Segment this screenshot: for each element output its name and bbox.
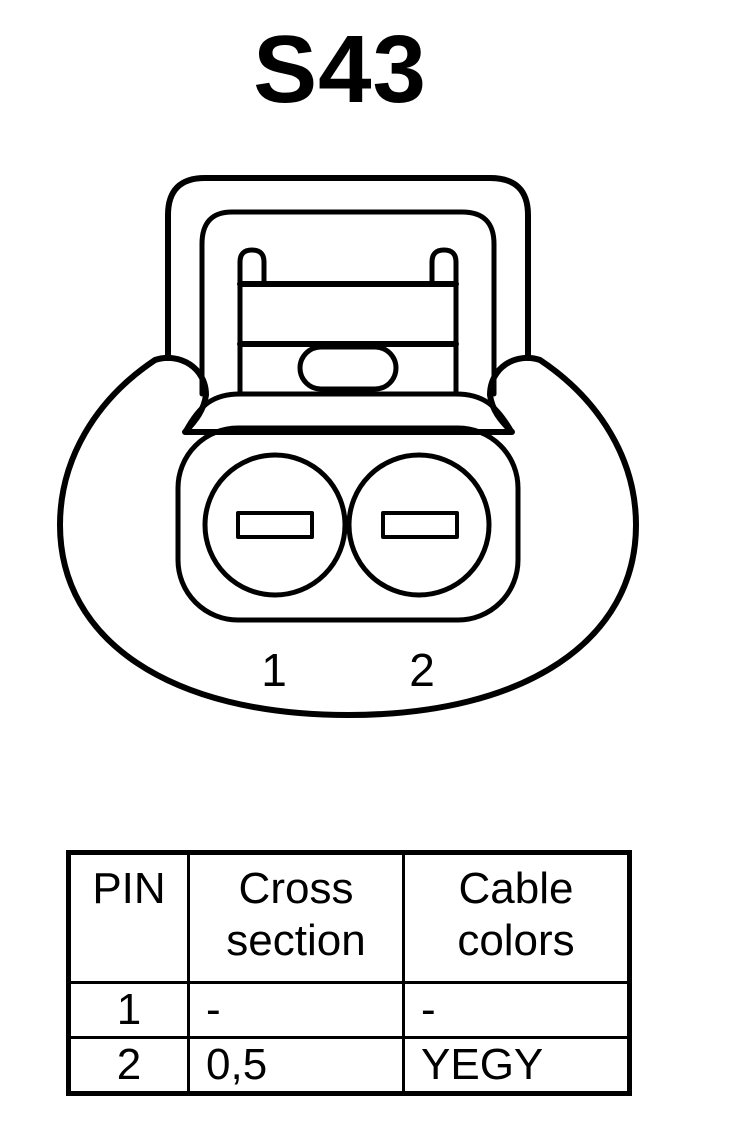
table-row: 1 - -	[67, 981, 631, 1039]
table-row: 2 0,5 YEGY	[67, 1036, 631, 1095]
terminal-slot-1	[236, 511, 314, 539]
connector-title: S43	[253, 16, 427, 123]
header-pin: PIN	[67, 851, 190, 984]
cell-pin: 2	[67, 1036, 190, 1095]
header-cable-colors-line1: Cable	[458, 864, 574, 913]
pin-cavity-1	[202, 452, 348, 598]
table-header-row: PIN Cross section Cable colors	[67, 851, 631, 984]
header-cable-colors: Cable colors	[402, 851, 631, 984]
pin-label-1: 1	[261, 644, 287, 696]
latch-outer-loop	[165, 175, 531, 361]
latch-prong-right	[429, 247, 459, 397]
header-cable-colors-line2: colors	[457, 916, 575, 965]
latch-prong-left	[237, 247, 267, 397]
latch-release-slot	[297, 344, 399, 392]
header-cross-section-line2: section	[226, 916, 366, 965]
terminal-slot-2	[381, 511, 459, 539]
pin-label-2: 2	[409, 644, 435, 696]
pin-table: PIN Cross section Cable colors 1 - - 2 0…	[66, 850, 632, 1096]
cell-cross-section: -	[187, 981, 405, 1039]
connector-drawing: 1 2	[57, 175, 639, 718]
cell-cross-section: 0,5	[187, 1036, 405, 1095]
cell-pin: 1	[67, 981, 190, 1039]
header-cross-section: Cross section	[187, 851, 405, 984]
cell-cable-color: -	[402, 981, 631, 1039]
pin-cavity-2	[346, 452, 492, 598]
header-cross-section-line1: Cross	[238, 864, 354, 913]
cell-cable-color: YEGY	[402, 1036, 631, 1095]
header-pin-label: PIN	[92, 864, 166, 913]
latch-inner-loop	[199, 209, 497, 397]
mating-face-frame	[175, 425, 521, 623]
body-top-ridge	[182, 391, 515, 435]
